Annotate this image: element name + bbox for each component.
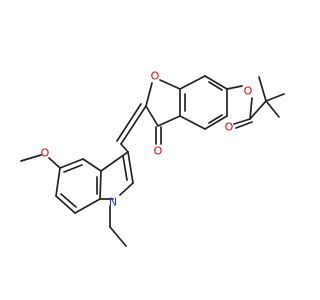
ketone-oxygen-label: O [154,145,163,158]
bond [120,143,129,153]
bonds [20,75,285,247]
bond [157,115,181,127]
bond [122,155,128,181]
bond [82,158,102,172]
bond [119,182,134,196]
bond [249,97,253,120]
bond [208,114,223,124]
molecule-structure: O O O O O N [20,70,285,247]
bond [99,170,102,200]
bond [159,79,181,90]
ester-oxygen-label: O [244,85,253,98]
atom-labels: O O O O O N [41,70,253,209]
bond [204,75,228,90]
bond [63,164,83,173]
bond [55,167,61,197]
bond [145,105,159,127]
bond [127,151,134,184]
bond [120,105,147,145]
structure-canvas: O O O O O N [20,70,285,247]
bond [48,157,61,169]
bond [109,226,127,247]
bond [235,121,253,129]
bond [20,154,42,162]
bond [204,115,228,130]
bond [258,76,267,102]
bond [226,85,243,90]
bond [55,195,76,214]
bond [233,118,251,125]
bond [145,82,153,107]
bond [100,151,129,172]
bond [179,75,206,90]
bond [60,193,77,208]
bond [59,158,84,169]
bond [208,81,223,91]
bond [74,198,101,214]
bond [265,93,285,102]
bond [116,103,142,142]
ester-carbonyl-oxygen-label: O [225,121,234,134]
methoxy-oxygen-label: O [41,147,50,160]
bond [265,100,280,118]
bond [179,115,206,130]
indole-nitrogen-label: N [109,196,117,209]
bond [249,100,267,120]
ring-oxygen-label: O [151,70,160,83]
